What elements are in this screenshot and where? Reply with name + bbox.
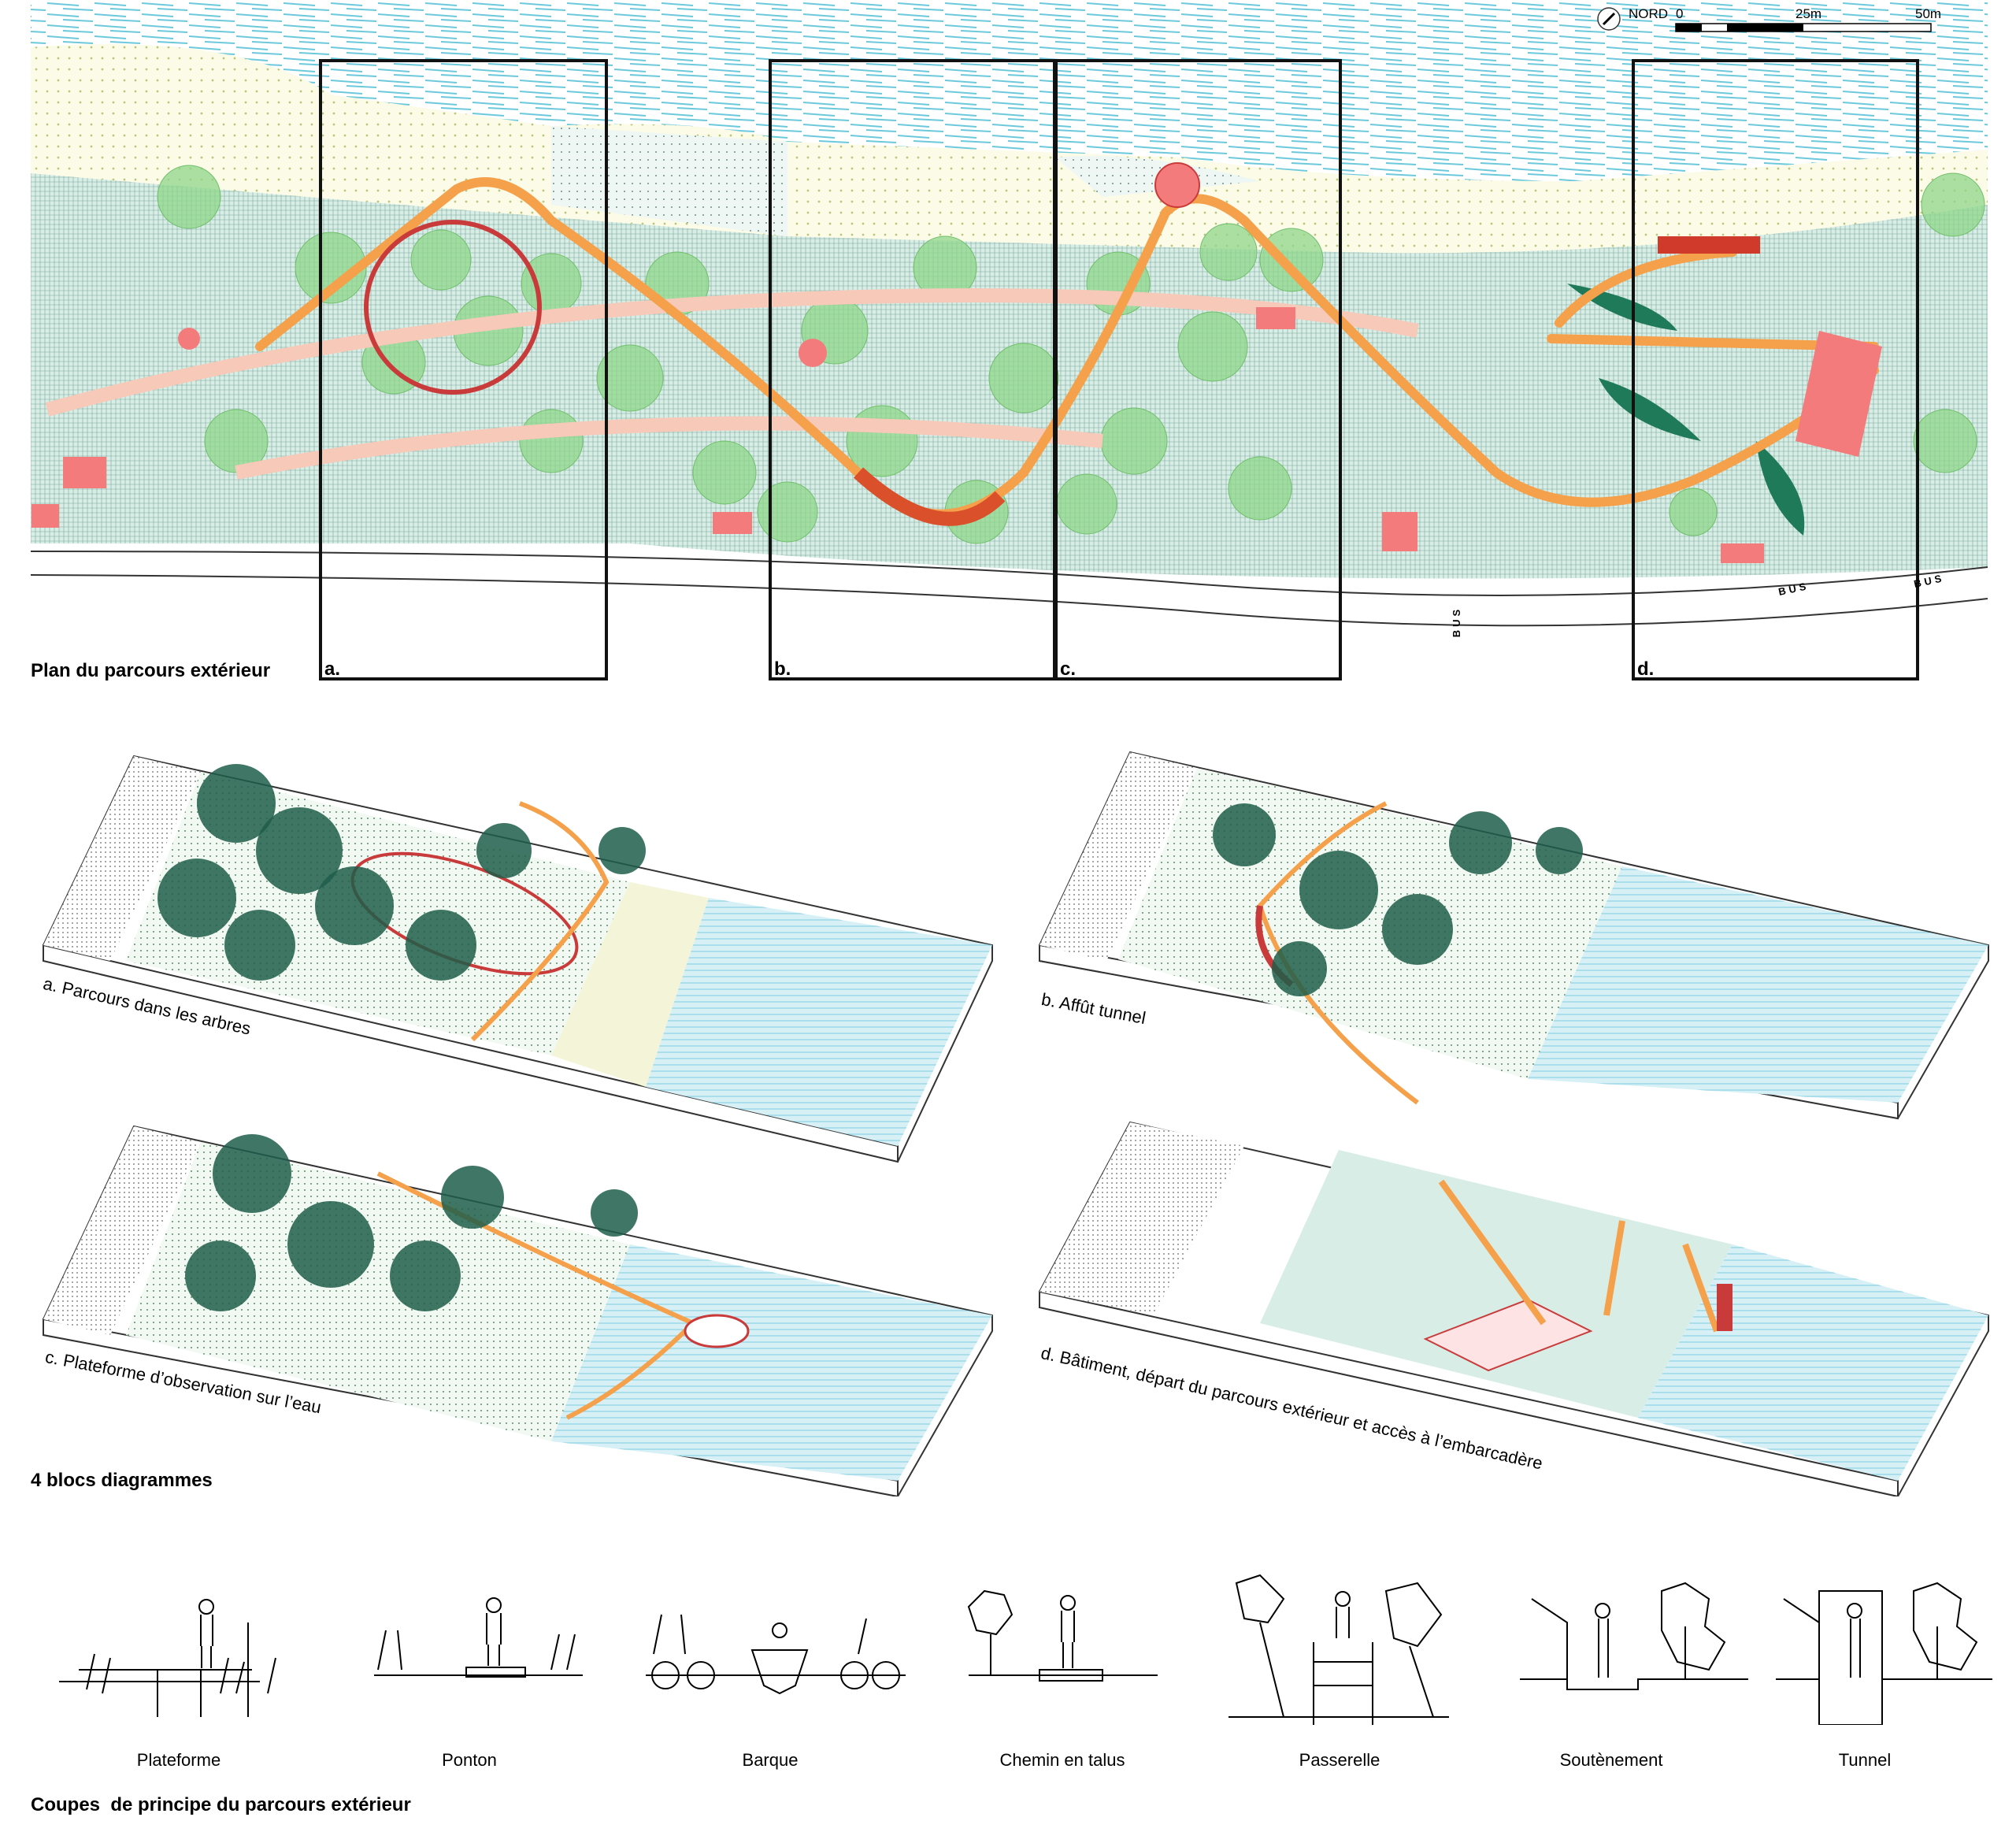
section-label-barque: Barque: [742, 1750, 799, 1770]
section-label-ponton: Ponton: [442, 1750, 497, 1770]
tree-loop-circle: [364, 220, 542, 395]
block-diagram-b[interactable]: [1039, 751, 1989, 1120]
north-label: NORD: [1629, 6, 1669, 21]
pier: [1658, 236, 1760, 254]
frame-label-d: d.: [1637, 658, 1655, 680]
scale-tick-0: 0: [1676, 6, 1684, 21]
scale-tick-25: 25m: [1796, 6, 1822, 21]
road: [30, 551, 1988, 627]
coupes-title: Coupes de principe du parcours extérieur: [31, 1794, 411, 1815]
block-diagram-a[interactable]: [43, 755, 993, 1163]
route-tunnel-segment: [853, 467, 1006, 526]
section-label-soutenement: Soutènement: [1559, 1750, 1663, 1770]
frame-a[interactable]: [319, 59, 608, 681]
section-barque: [646, 1614, 906, 1695]
frame-label-a: a.: [324, 658, 341, 680]
section-label-passerelle: Passerelle: [1299, 1750, 1380, 1770]
frame-label-b: b.: [774, 658, 791, 680]
block-diagram-d[interactable]: [1039, 1121, 1989, 1496]
section-ponton: [374, 1597, 583, 1678]
observation-platform: [1154, 162, 1200, 208]
frame-d[interactable]: [1632, 59, 1919, 681]
scale-bar: [1675, 23, 1932, 32]
secondary-paths: [45, 288, 1419, 480]
block-diagrams: [43, 751, 1989, 1496]
blocs-title: 4 blocs diagrammes: [31, 1470, 213, 1491]
frame-label-c: c.: [1060, 658, 1077, 680]
section-drawings: [59, 1574, 1992, 1725]
section-label-plateforme: Plateforme: [136, 1750, 221, 1770]
site-plan-map: [30, 0, 1988, 681]
section-label-tunnel: Tunnel: [1838, 1750, 1892, 1770]
block-diagram-c[interactable]: [43, 1125, 993, 1496]
sand-area: [551, 126, 1260, 236]
road-label-bus: BUS: [1451, 606, 1463, 638]
section-tunnel: [1776, 1582, 1992, 1725]
section-chemin-en-talus: [967, 1589, 1158, 1682]
frame-c[interactable]: [1054, 59, 1342, 681]
scale-tick-50: 50m: [1915, 6, 1942, 21]
north-arrow-icon: [1597, 7, 1621, 31]
section-passerelle: [1228, 1574, 1449, 1725]
section-plateforme: [59, 1599, 276, 1717]
buildings: [32, 307, 1882, 563]
section-soutenement: [1520, 1582, 1748, 1690]
plan-title: Plan du parcours extérieur: [31, 660, 271, 681]
section-label-chemin-en-talus: Chemin en talus: [999, 1750, 1125, 1770]
